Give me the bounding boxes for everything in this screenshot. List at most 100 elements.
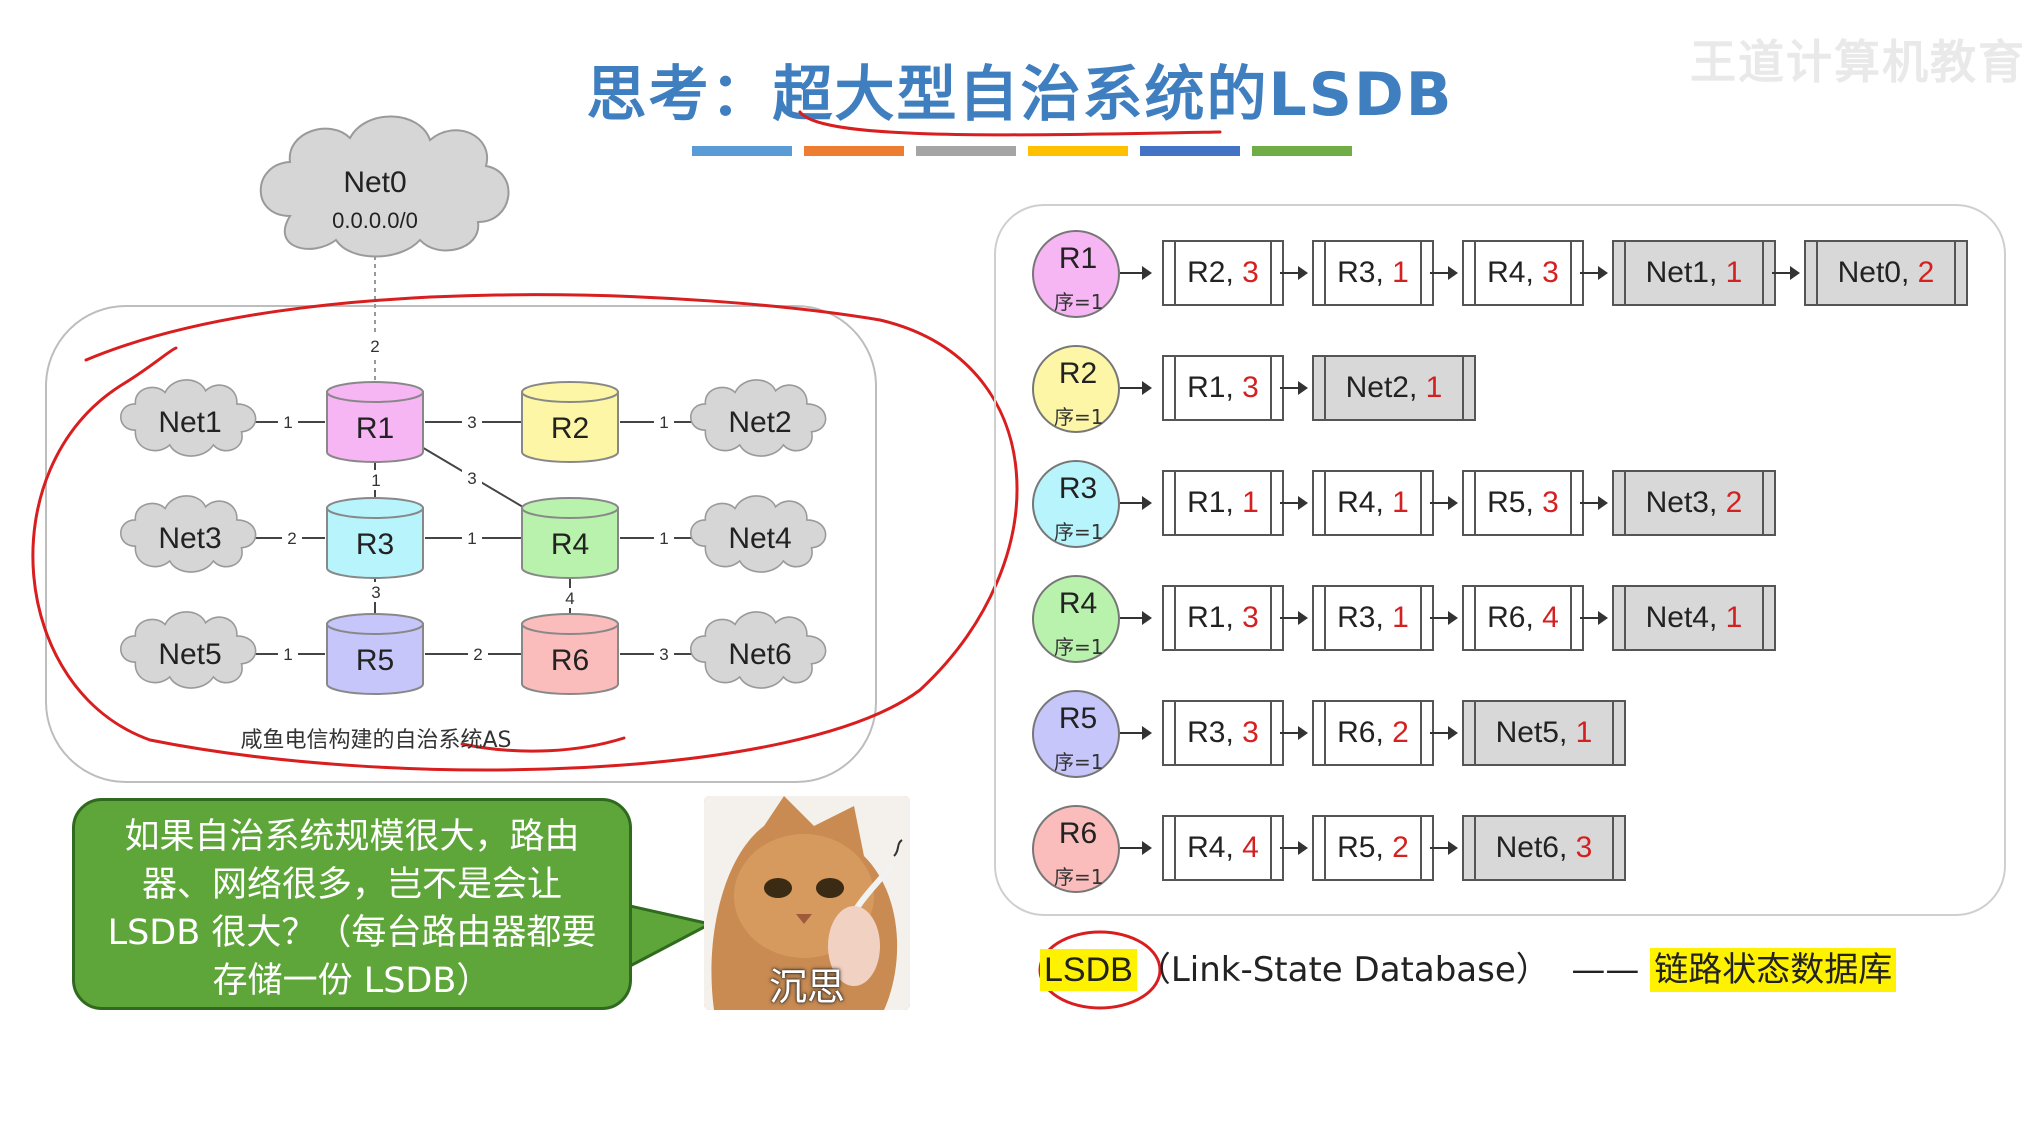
legend-full: （Link-State Database） [1136, 950, 1550, 990]
lsdb-router-entry: R3, 3 [1162, 700, 1284, 766]
router-name: R1 [356, 412, 394, 445]
entry-name: R4, [1187, 831, 1243, 864]
lsdb-router-entry: R3, 1 [1312, 585, 1434, 651]
lsdb-arrow [1430, 266, 1458, 280]
entry-cost: 1 [1575, 716, 1593, 749]
cost-r3-r4: 1 [467, 529, 476, 548]
lsdb-router-entry: R3, 1 [1312, 240, 1434, 306]
lsdb-arrow [1580, 266, 1608, 280]
router-r6: R6 [521, 613, 619, 695]
lsdb-arrow [1772, 266, 1800, 280]
cloud-net1: Net1 [119, 379, 257, 457]
cost-net3-r3: 2 [287, 529, 296, 548]
cloud-net5: Net5 [119, 611, 257, 689]
color-bar-segment [1028, 146, 1128, 156]
lsdb-arrow [1280, 266, 1308, 280]
lsdb-router-entry: R5, 2 [1312, 815, 1434, 881]
router-name: R2 [551, 412, 589, 445]
lsdb-net-entry: Net1, 1 [1612, 240, 1776, 306]
net-name: Net1 [158, 406, 221, 439]
entry-name: Net4, [1645, 601, 1726, 634]
cloud-net3: Net3 [119, 495, 257, 573]
cost-r1-r3: 1 [371, 471, 380, 490]
lsdb-router-entry: R1, 3 [1162, 585, 1284, 651]
router-r4: R4 [521, 497, 619, 579]
color-bar-segment [916, 146, 1016, 156]
title-underline-stroke [798, 110, 1222, 137]
entry-cost: 3 [1542, 486, 1559, 519]
lsdb-arrow [1120, 611, 1152, 625]
as-underline-stroke [460, 736, 626, 753]
entry-cost: 3 [1242, 716, 1259, 749]
router-name: R6 [551, 644, 589, 677]
entry-cost: 1 [1242, 486, 1259, 519]
lsdb-net-entry: Net4, 1 [1612, 585, 1776, 651]
lsdb-arrow [1280, 496, 1308, 510]
net-name: Net5 [158, 638, 221, 671]
net-name: Net2 [728, 406, 791, 439]
as-boundary [45, 305, 877, 783]
net-name: Net4 [728, 522, 791, 555]
entry-name: R4, [1337, 486, 1393, 519]
title-suffix: LSDB [1268, 60, 1454, 130]
lsdb-arrow [1120, 726, 1152, 740]
speech-bubble: 如果自治系统规模很大，路由器、网络很多，岂不是会让 LSDB 很大？（每台路由器… [72, 798, 632, 1010]
lsdb-net-entry: Net2, 1 [1312, 355, 1476, 421]
entry-name: R2, [1187, 256, 1243, 289]
entry-name: R3, [1337, 256, 1393, 289]
lsdb-router-name: R4 [1058, 587, 1098, 620]
entry-cost: 3 [1242, 256, 1259, 289]
entry-cost: 2 [1392, 831, 1409, 864]
as-caption: 咸鱼电信构建的自治系统AS [240, 728, 512, 753]
lsdb-net-entry: Net6, 3 [1462, 815, 1626, 881]
router-r3: R3 [326, 497, 424, 579]
entry-name: R1, [1187, 371, 1243, 404]
router-name: R5 [356, 644, 394, 677]
router-name: R3 [356, 528, 394, 561]
entry-cost: 4 [1242, 831, 1259, 864]
entry-name: Net0, [1837, 256, 1918, 289]
lsdb-router-entry: R6, 2 [1312, 700, 1434, 766]
lsdb-arrow [1120, 266, 1152, 280]
lsdb-router-name: R3 [1058, 472, 1098, 505]
cost-net1-r1: 1 [283, 413, 292, 432]
cloud-net2: Net2 [689, 379, 827, 457]
entry-name: R1, [1187, 601, 1243, 634]
lsdb-arrow [1120, 381, 1152, 395]
net0-address: 0.0.0.0/0 [332, 208, 418, 233]
cloud-net4: Net4 [689, 495, 827, 573]
entry-name: Net6, [1495, 831, 1576, 864]
lsdb-router-entry: R4, 1 [1312, 470, 1434, 536]
cost-r1-r2: 3 [467, 413, 476, 432]
legend-chinese: 链路状态数据库 [1650, 948, 1897, 992]
lsdb-arrow [1280, 381, 1308, 395]
entry-cost: 1 [1392, 601, 1409, 634]
lsdb-router-entry: R4, 4 [1162, 815, 1284, 881]
lsdb-router-name: R5 [1058, 702, 1098, 735]
lsdb-router-circle: R4 序=1 [1032, 575, 1120, 663]
lsdb-router-entry: R1, 1 [1162, 470, 1284, 536]
lsdb-router-name: R2 [1058, 357, 1098, 390]
cost-r3-r5: 3 [371, 583, 380, 602]
entry-cost: 1 [1725, 601, 1743, 634]
links [246, 256, 704, 655]
cat-illustration [704, 796, 910, 1010]
legend-abbr: LSDB [1040, 949, 1137, 991]
red-annotations [31, 110, 1222, 1010]
router-name: R4 [551, 528, 589, 561]
as-circle-stroke [31, 293, 1019, 772]
cat-caption: 沉思 [768, 965, 845, 1009]
cost-r5-r6: 2 [473, 645, 482, 664]
entry-cost: 4 [1542, 601, 1559, 634]
cost-r4-net4: 1 [659, 529, 668, 548]
entry-cost: 1 [1425, 371, 1443, 404]
lsdb-net-entry: Net3, 2 [1612, 470, 1776, 536]
lsdb-router-seq: 序=1 [1054, 635, 1104, 659]
color-bar-segment [1140, 146, 1240, 156]
lsdb-arrow [1430, 611, 1458, 625]
